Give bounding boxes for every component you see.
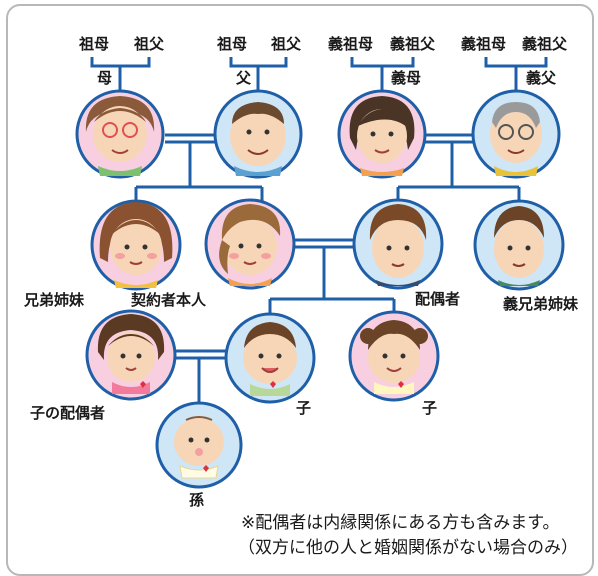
footnote-line-2: （双方に他の人と婚姻関係がない場合のみ） [238,538,578,558]
maternal-grandmother-label: 祖母 [79,35,110,53]
siblings-label: 兄弟姉妹 [24,291,85,309]
child-2-label: 子 [422,399,438,417]
spouse-avatar [352,198,444,290]
child-spouse-label: 子の配偶者 [30,404,106,422]
policyholder-label: 契約者本人 [131,291,207,309]
mother-in-law-label: 義母 [391,69,422,87]
mother-label: 母 [97,69,113,87]
child-spouse-avatar [85,309,177,401]
father-avatar [213,89,303,179]
siblings-avatar [90,199,182,291]
paternal-grandfather-label: 祖父 [271,35,302,53]
child-1-avatar [224,312,316,404]
spouse-grandmother-2-label: 義祖母 [461,35,507,53]
spouse-label: 配偶者 [415,290,461,308]
grandchild-label: 孫 [189,491,205,509]
paternal-grandmother-label: 祖母 [217,35,248,53]
connector-lines [90,57,548,402]
grandchild-avatar [155,401,243,489]
spouse-grandfather-1-label: 義祖父 [390,35,436,53]
spouse-grandmother-1-label: 義祖母 [328,35,374,53]
mother-in-law-avatar [337,89,427,179]
siblings-in-law-label: 義兄弟姉妹 [503,295,579,313]
policyholder-avatar [204,198,296,290]
mother-avatar [75,89,165,179]
maternal-grandfather-label: 祖父 [134,35,165,53]
child-1-label: 子 [296,399,312,417]
siblings-in-law-avatar [473,199,565,291]
father-in-law-avatar [471,89,561,179]
spouse-grandfather-2-label: 義祖父 [522,35,568,53]
child-2-avatar [348,310,440,402]
footnote-line-1: ※配偶者は内縁関係にある方も含みます。 [241,513,560,533]
father-in-law-label: 義父 [526,69,557,87]
father-label: 父 [236,69,252,87]
